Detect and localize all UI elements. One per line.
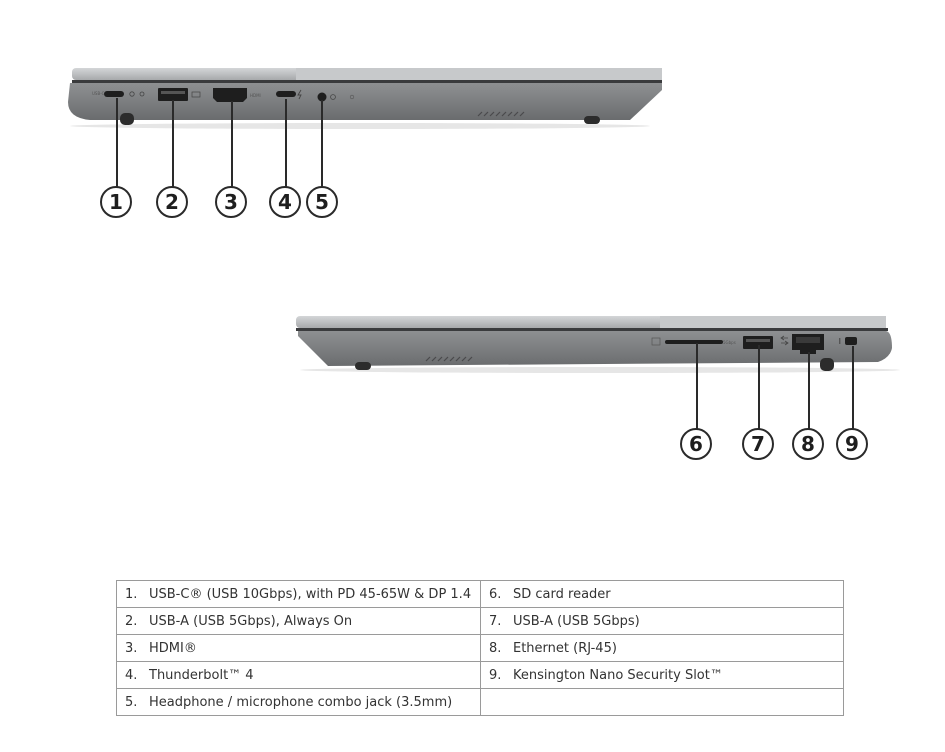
callout-line-1 xyxy=(116,98,118,188)
table-cell: 3.HDMI® xyxy=(116,634,481,662)
svg-text:5Gbps: 5Gbps xyxy=(723,340,736,345)
callout-line-7 xyxy=(758,345,760,429)
thunderbolt-port xyxy=(276,91,296,97)
callout-line-3 xyxy=(231,101,233,188)
table-cell: 8.Ethernet (RJ-45) xyxy=(480,634,844,662)
callout-line-2 xyxy=(172,100,174,188)
table-cell xyxy=(480,688,844,716)
table-row: 4.Thunderbolt™ 4 9.Kensington Nano Secur… xyxy=(116,661,844,689)
table-row: 3.HDMI® 8.Ethernet (RJ-45) xyxy=(116,634,844,662)
laptop-right-side-view: 5Gbps xyxy=(296,316,900,373)
callout-4: 4 xyxy=(269,186,301,218)
callout-line-6 xyxy=(696,343,698,429)
svg-text:HDMI: HDMI xyxy=(250,93,261,98)
laptop-left-side-view: USB-C HDMI xyxy=(68,68,662,129)
svg-text:USB-C: USB-C xyxy=(92,91,105,96)
table-row: 5.Headphone / microphone combo jack (3.5… xyxy=(116,688,844,716)
callout-line-8 xyxy=(808,352,810,429)
callout-7: 7 xyxy=(742,428,774,460)
hdmi-port xyxy=(213,88,247,102)
audio-jack xyxy=(317,92,327,102)
table-cell: 1.USB-C® (USB 10Gbps), with PD 45-65W & … xyxy=(116,580,481,608)
callout-line-4 xyxy=(285,99,287,188)
usb-c-port-1 xyxy=(104,91,124,97)
table-cell: 7.USB-A (USB 5Gbps) xyxy=(480,607,844,635)
table-row: 2.USB-A (USB 5Gbps), Always On 7.USB-A (… xyxy=(116,607,844,635)
ports-table: 1.USB-C® (USB 10Gbps), with PD 45-65W & … xyxy=(116,580,844,716)
callout-6: 6 xyxy=(680,428,712,460)
table-cell: 9.Kensington Nano Security Slot™ xyxy=(480,661,844,689)
callout-line-5 xyxy=(321,100,323,188)
table-cell: 6.SD card reader xyxy=(480,580,844,608)
callout-5: 5 xyxy=(306,186,338,218)
callout-8: 8 xyxy=(792,428,824,460)
sd-card-slot xyxy=(665,340,723,344)
table-cell: 5.Headphone / microphone combo jack (3.5… xyxy=(116,688,481,716)
callout-2: 2 xyxy=(156,186,188,218)
table-row: 1.USB-C® (USB 10Gbps), with PD 45-65W & … xyxy=(116,580,844,608)
callout-line-9 xyxy=(852,346,854,429)
kensington-slot xyxy=(845,337,857,345)
callout-1: 1 xyxy=(100,186,132,218)
table-cell: 2.USB-A (USB 5Gbps), Always On xyxy=(116,607,481,635)
callout-3: 3 xyxy=(215,186,247,218)
callout-9: 9 xyxy=(836,428,868,460)
table-cell: 4.Thunderbolt™ 4 xyxy=(116,661,481,689)
